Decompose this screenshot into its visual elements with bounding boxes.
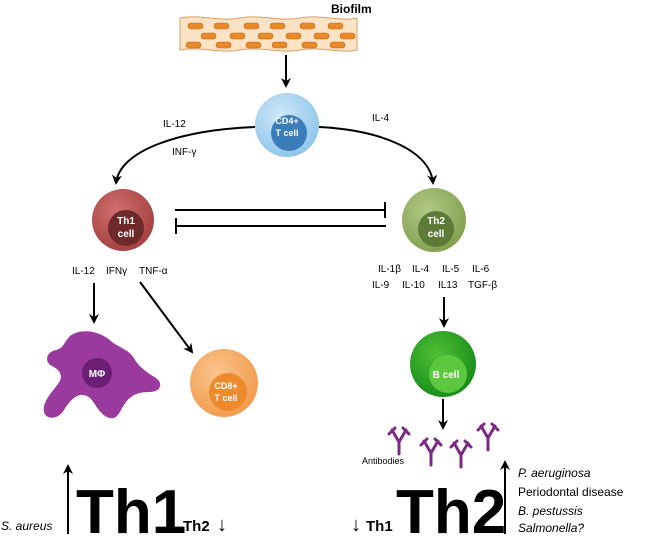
th1-cytokine-ifng: IFNγ: [106, 266, 127, 277]
bacterium: [271, 41, 288, 49]
bacterium: [215, 41, 232, 49]
th2-cytokine-il5: IL-5: [442, 264, 460, 275]
cd8-label-line2: T cell: [214, 393, 237, 403]
th2-cell: Th2 cell: [402, 188, 466, 252]
condition-salmonella: Salmonella?: [518, 521, 584, 535]
th2-cytokine-il4: IL-4: [412, 264, 430, 275]
th2-cytokine-tgfb: TGF-β: [468, 280, 497, 291]
cd8-t-cell: CD8+ T cell: [190, 349, 258, 417]
th2-big-label: Th2: [396, 478, 506, 537]
condition-p-aeruginosa: P. aeruginosa: [518, 466, 591, 480]
mutual-inhibition: [175, 202, 386, 234]
cd8-cell-nucleus: [209, 373, 247, 411]
bacterium: [269, 22, 286, 30]
cd4-label-line2: T cell: [275, 128, 298, 138]
bacterium: [257, 32, 274, 40]
cytokine-il12-left: IL-12: [163, 119, 186, 130]
antibodies-label: Antibodies: [362, 456, 405, 466]
antibodies: Antibodies: [362, 422, 500, 469]
th2-dominant-summary: ↓ Th1 Th2 P. aeruginosa Periodontal dise…: [351, 460, 624, 537]
th2-cytokine-il13: IL13: [438, 280, 458, 291]
cd8-label-line1: CD8+: [214, 381, 237, 391]
bacterium: [329, 41, 346, 49]
arrow-cd4-to-th2: [318, 126, 438, 185]
condition-b-pestussis: B. pestussis: [518, 504, 583, 518]
th1-cytokine-il12: IL-12: [72, 266, 95, 277]
cytokine-infg: INF-γ: [172, 147, 196, 158]
arrow-cd4-to-th1: [112, 126, 256, 185]
condition-periodontal: Periodontal disease: [518, 485, 624, 499]
macrophage: MΦ: [43, 331, 161, 419]
b-cell-nucleus: [429, 355, 467, 393]
th2-small-label: Th2: [183, 518, 210, 535]
bacterium: [313, 32, 330, 40]
antibody-icon: [419, 437, 443, 467]
cytokine-il4-right: IL-4: [372, 113, 390, 124]
b-cell-label: B cell: [433, 370, 460, 381]
bacterium: [200, 32, 217, 40]
th1-label-line1: Th1: [117, 216, 135, 227]
cd4-t-cell: CD4+ T cell: [255, 93, 319, 157]
th1-big-label: Th1: [76, 478, 186, 537]
macrophage-nucleus: [82, 358, 112, 388]
bacterium: [229, 32, 246, 40]
th2-label-line2: cell: [428, 229, 445, 240]
th2-cytokine-il9: IL-9: [372, 280, 390, 291]
antibody-icon: [387, 426, 411, 456]
th2-cell-nucleus: [418, 211, 454, 247]
arrow-to-cd8: [139, 281, 194, 354]
th2-cytokine-il1b: IL-1β: [378, 264, 401, 275]
cd4-cell-nucleus: [271, 115, 307, 151]
th1-cell: Th1 cell: [92, 189, 154, 251]
th1-dominant-summary: S. aureus Th1 Th2 ↓: [1, 464, 227, 537]
b-cell: B cell: [410, 331, 476, 397]
bacterium: [299, 22, 316, 30]
th1-label-line2: cell: [118, 229, 135, 240]
th2-label-line1: Th2: [427, 216, 445, 227]
th1-small-label: Th1: [366, 518, 393, 535]
biofilm-bacteria: [185, 22, 356, 49]
th1-cytokine-tnfa: TNF-α: [139, 266, 168, 277]
macrophage-label: MΦ: [89, 369, 106, 380]
cd4-label-line1: CD4+: [275, 116, 298, 126]
biofilm-label: Biofilm: [331, 2, 372, 16]
bacterium: [243, 22, 260, 30]
bacterium: [285, 32, 302, 40]
th2-cytokine-il6: IL-6: [472, 264, 490, 275]
bacterium: [301, 41, 318, 49]
biofilm: Biofilm: [179, 2, 372, 52]
antibody-icon: [476, 422, 500, 452]
bacterium: [245, 41, 262, 49]
th1-cell-nucleus: [108, 210, 144, 246]
th2-cytokine-il10: IL-10: [402, 280, 425, 291]
bacterium: [185, 41, 202, 49]
bacterium: [187, 22, 204, 30]
antibody-icon: [449, 439, 473, 469]
down-arrow-th1: ↓: [351, 514, 361, 536]
th2-cytokines: IL-1β IL-4 IL-5 IL-6 IL-9 IL-10 IL13 TGF…: [372, 264, 497, 291]
pathogen-s-aureus: S. aureus: [1, 519, 52, 533]
bacterium: [339, 32, 356, 40]
down-arrow-th2: ↓: [217, 514, 227, 536]
bacterium: [327, 22, 344, 30]
bacterium: [213, 22, 230, 30]
